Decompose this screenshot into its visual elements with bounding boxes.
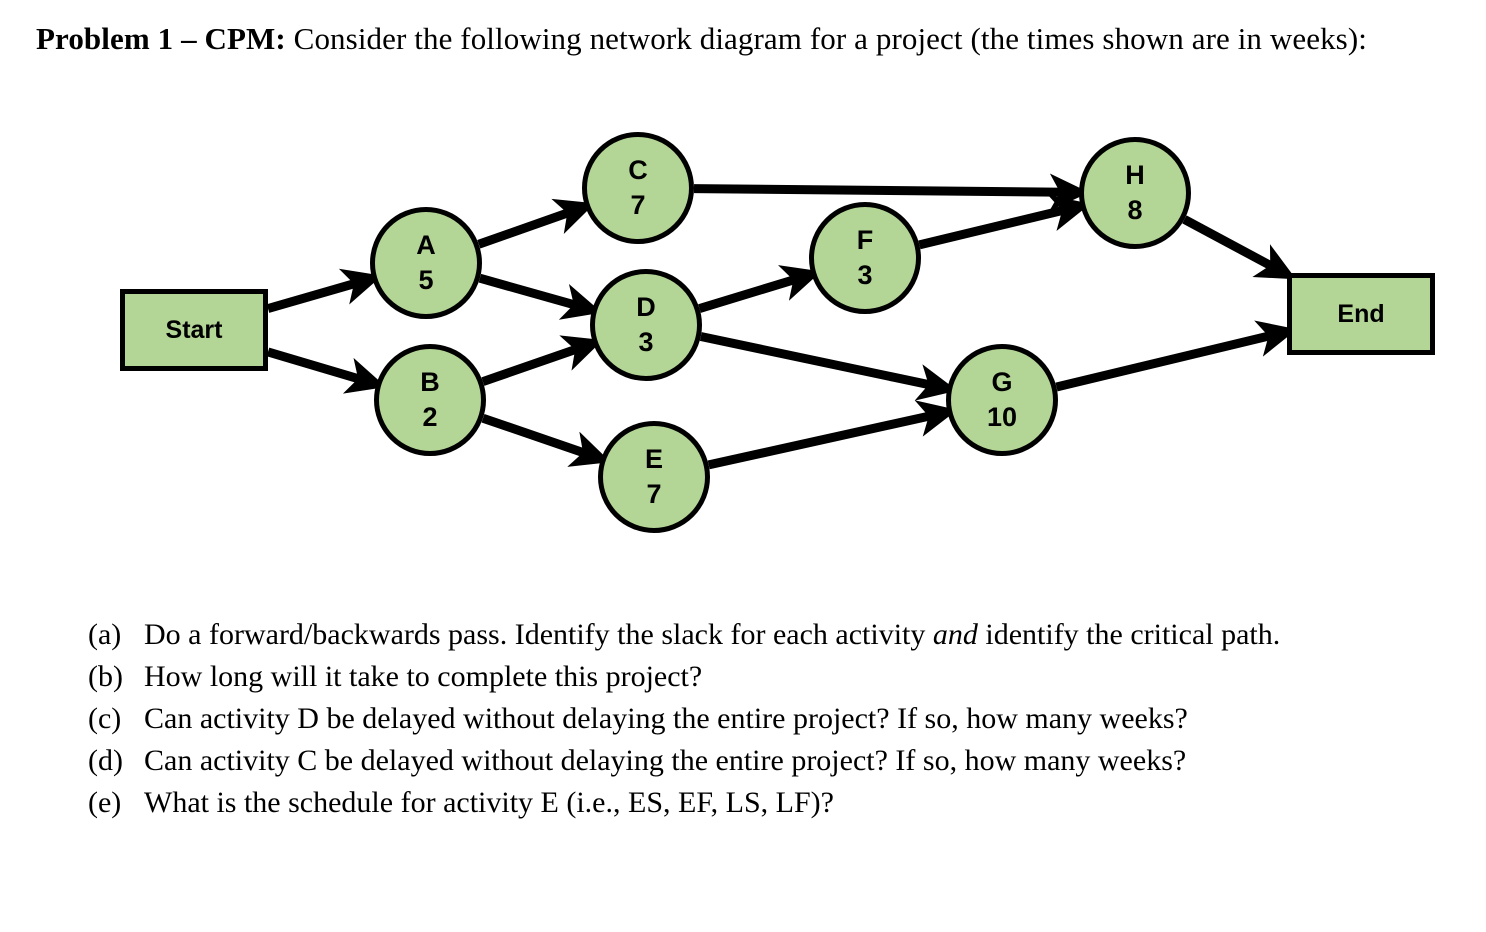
edge-G-to-end	[1055, 320, 1298, 392]
edge-C-to-H	[693, 173, 1090, 211]
edge-D-to-F	[698, 265, 822, 313]
edge-B-to-E	[481, 413, 611, 467]
node-h-label: H	[1125, 160, 1145, 190]
node-f-label: F	[856, 225, 874, 255]
node-f[interactable]: F 3	[809, 202, 921, 314]
question-text: Do a forward/backwards pass. Identify th…	[144, 614, 1458, 655]
node-d[interactable]: D 3	[590, 269, 702, 381]
edge-B-to-D	[481, 335, 603, 386]
question-marker: (d)	[88, 744, 123, 778]
node-g-duration: 10	[986, 402, 1018, 432]
edge-D-to-G	[699, 332, 958, 401]
question-text: How long will it take to complete this p…	[144, 660, 703, 694]
edge-E-to-G	[707, 400, 958, 470]
problem-statement: Problem 1 – CPM: Consider the following …	[36, 18, 1456, 60]
node-g-label: G	[991, 367, 1013, 397]
node-a-label: A	[416, 230, 436, 260]
question-item: (b) How long will it take to complete th…	[88, 656, 1458, 697]
problem-lead: Problem 1 – CPM:	[36, 21, 286, 56]
node-e-label: E	[644, 444, 663, 474]
node-h-duration: 8	[1127, 195, 1143, 225]
node-end-label: End	[1337, 299, 1385, 328]
node-c-label: C	[628, 155, 648, 185]
node-d-label: D	[636, 292, 656, 322]
diagram-edges	[266, 173, 1298, 470]
question-list: (a) Do a forward/backwards pass. Identif…	[88, 614, 1458, 824]
node-start[interactable]: Start	[120, 289, 268, 371]
node-c-duration: 7	[630, 190, 646, 220]
question-text-part1: Do a forward/backwards pass. Identify th…	[144, 618, 933, 651]
node-b-label: B	[420, 367, 440, 397]
node-c[interactable]: C 7	[582, 132, 694, 244]
question-marker: (e)	[88, 786, 122, 820]
node-f-duration: 3	[857, 260, 873, 290]
edge-A-to-D	[478, 273, 603, 320]
node-b-duration: 2	[422, 402, 438, 432]
edge-A-to-C	[477, 198, 595, 249]
node-h[interactable]: H 8	[1079, 137, 1191, 249]
question-marker: (b)	[88, 660, 123, 694]
node-g[interactable]: G 10	[946, 344, 1058, 456]
node-a[interactable]: A 5	[370, 207, 482, 319]
question-text: Can activity D be delayed without delayi…	[144, 702, 1188, 736]
edge-F-to-H	[918, 194, 1091, 250]
node-start-label: Start	[165, 315, 223, 344]
question-text: Can activity C be delayed without delayi…	[144, 744, 1187, 778]
node-b[interactable]: B 2	[374, 344, 486, 456]
question-item: (a) Do a forward/backwards pass. Identif…	[88, 614, 1458, 655]
node-e[interactable]: E 7	[598, 421, 710, 533]
edge-start-to-A	[266, 268, 383, 313]
node-d-duration: 3	[638, 327, 654, 357]
question-marker: (a)	[88, 618, 122, 651]
node-e-duration: 7	[646, 479, 662, 509]
question-text-part2: identify the critical path.	[977, 618, 1281, 651]
question-text-emphasis: and	[932, 618, 978, 651]
node-end[interactable]: End	[1287, 273, 1435, 355]
problem-body: Consider the following network diagram f…	[285, 21, 1367, 56]
edge-start-to-B	[266, 347, 387, 394]
edge-H-to-end	[1182, 215, 1297, 280]
cpm-network-diagram: Start A 5 B 2 C 7 D 3 E 7 F 3 G 10	[0, 120, 1486, 560]
question-text: What is the schedule for activity E (i.e…	[144, 786, 834, 820]
question-item: (e) What is the schedule for activity E …	[88, 782, 1458, 823]
question-item: (d) Can activity C be delayed without de…	[88, 740, 1458, 781]
question-marker: (c)	[88, 702, 122, 736]
question-item: (c) Can activity D be delayed without de…	[88, 698, 1458, 739]
node-a-duration: 5	[418, 265, 434, 295]
